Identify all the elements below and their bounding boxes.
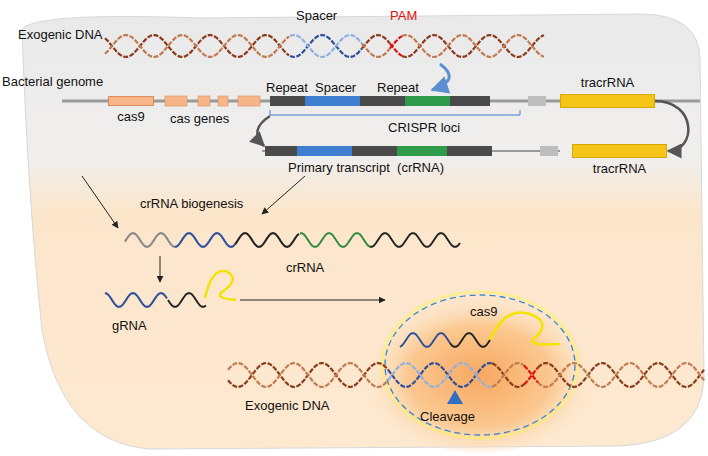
label: crRNA [286, 260, 324, 275]
label: cas genes [170, 111, 229, 126]
transcript-repeat [265, 146, 297, 156]
tracr-loop [490, 312, 560, 344]
spacer [305, 96, 360, 106]
strand [388, 363, 492, 387]
strand [524, 368, 538, 385]
crispr-bracket [270, 110, 520, 115]
gene-bar: cas9 [108, 96, 154, 106]
strand [390, 36, 402, 48]
strand [125, 233, 175, 247]
label: Bacterial genome [2, 74, 103, 89]
flow-arrow [240, 300, 385, 301]
label: Cleavage [420, 409, 475, 424]
strand [538, 363, 704, 387]
gene-label: tracrRNA [593, 161, 646, 176]
strand [290, 35, 362, 57]
leader [528, 96, 546, 106]
flow-arrow [160, 256, 161, 282]
cas-gene [165, 96, 187, 106]
label: Repeat [266, 80, 308, 95]
strand [524, 366, 538, 383]
label: crRNA biogenesis [140, 196, 243, 211]
strand [400, 333, 450, 347]
cas-gene [218, 96, 228, 106]
label: Spacer [315, 80, 356, 95]
strand [402, 35, 544, 57]
repeat [450, 96, 490, 106]
gene-bar: tracrRNA [572, 144, 667, 158]
label: Primary transcript (crRNA) [288, 160, 444, 175]
label: Spacer [296, 8, 337, 23]
tracr-loop [205, 271, 236, 300]
transcript-spacer [397, 146, 447, 156]
strand [290, 35, 362, 57]
label: Exogenic DNA [245, 398, 330, 413]
strand [402, 35, 544, 57]
strand [228, 363, 388, 387]
cleavage-mark [447, 390, 463, 404]
cas9-outline [385, 295, 575, 435]
acquisition-arrow [432, 64, 449, 90]
strand [228, 363, 388, 387]
label: cas9 [470, 304, 497, 319]
repeat [270, 96, 305, 106]
strand [450, 333, 490, 347]
strand [235, 233, 299, 247]
repeat [360, 96, 405, 106]
gene-label: cas9 [117, 109, 144, 124]
strand [388, 363, 492, 387]
cas9-halo [382, 292, 578, 438]
label: PAM [390, 8, 417, 23]
cas-gene [238, 96, 260, 106]
strand [105, 35, 289, 57]
label: Repeat [377, 80, 419, 95]
strand [362, 44, 390, 57]
cas-gene [198, 96, 210, 106]
flow-arrow [262, 176, 305, 214]
transcript-spacer [297, 146, 352, 156]
label: CRISPR loci [388, 120, 460, 135]
cas9-glow [360, 283, 600, 453]
strand [492, 363, 524, 387]
strand [105, 35, 289, 57]
strand [538, 363, 704, 387]
strand [175, 233, 235, 247]
strand [492, 363, 524, 387]
transcription-arrow [257, 116, 270, 146]
label: gRNA [112, 318, 147, 333]
strand [105, 293, 167, 307]
transcript-leader [540, 146, 558, 156]
flow-arrow [82, 176, 118, 228]
gene-bar: tracrRNA [560, 94, 655, 108]
strands [105, 35, 704, 387]
label: Exogenic DNA [18, 27, 103, 42]
strand [300, 233, 370, 247]
strand [370, 233, 460, 247]
strand [362, 35, 390, 48]
transcript-repeat [352, 146, 397, 156]
transcript-repeat [447, 146, 492, 156]
gene-label: tracrRNA [581, 75, 634, 90]
spacer [405, 96, 450, 106]
strand [168, 293, 206, 307]
